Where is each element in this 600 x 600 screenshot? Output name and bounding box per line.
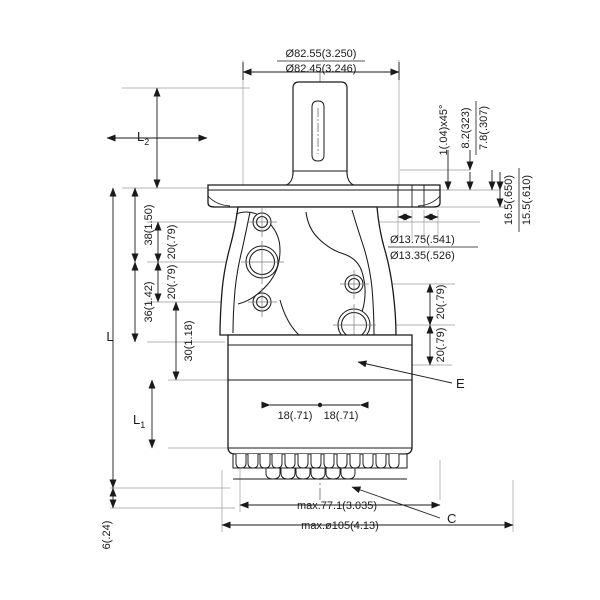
dim-flange-thick-max: 16.5(.650) [503, 175, 515, 225]
dim-top-diameter-max: Ø82.55(3.250) [286, 48, 357, 60]
dim-right-20-a: 20(.79) [435, 285, 447, 320]
dimension-lines [106, 62, 514, 529]
dim-center-18-b: 18(.71) [324, 410, 359, 422]
dim-left-20-a: 20(.79) [166, 225, 178, 260]
shaft-base [285, 170, 355, 186]
dim-chamfer: 1(.04)x45° [438, 105, 450, 156]
dim-bottom-6: 6(.24) [101, 521, 113, 550]
flange-edge-profile [207, 195, 441, 207]
symbol-L2: L2 [137, 129, 149, 147]
dim-top-diameter-min: Ø82.45(3.246) [286, 63, 357, 75]
symbol-L1: L1 [133, 412, 145, 430]
symbol-L: L [106, 329, 113, 344]
dim-flange-thick-min: 15.5(.610) [521, 175, 533, 225]
flange-inner-lines [207, 185, 440, 208]
dim-max-width: max.77.1(3.035) [297, 500, 377, 512]
dim-right-20-b: 20(.79) [435, 328, 447, 363]
dim-shaft-width-min: 7.8(.307) [478, 106, 490, 150]
leader-label-C: C [447, 511, 456, 526]
housing-bands [228, 344, 412, 449]
dim-left-30: 30(1.18) [183, 321, 195, 362]
dim-bolt-hole-max: Ø13.75(.541) [390, 234, 455, 246]
dim-center-18-a: 18(.71) [278, 410, 313, 422]
dim-max-diameter: max.ø105(4.13) [301, 520, 379, 532]
dim-left-36: 36(1.42) [143, 282, 155, 323]
gerotor-lower-lobes [233, 467, 407, 480]
dim-left-20-b: 20(.79) [166, 265, 178, 300]
motor-shaft [292, 81, 348, 175]
leader-label-E: E [456, 376, 465, 391]
motor-main-housing [227, 334, 413, 455]
dim-left-38: 38(1.50) [143, 205, 155, 246]
body-inner-contour [232, 209, 375, 353]
dim-shaft-width-max: 8.2(323) [460, 108, 472, 149]
mounting-flange [207, 184, 441, 208]
dim-bolt-hole-min: Ø13.35(.526) [390, 250, 455, 262]
leader-lines [351, 360, 453, 519]
